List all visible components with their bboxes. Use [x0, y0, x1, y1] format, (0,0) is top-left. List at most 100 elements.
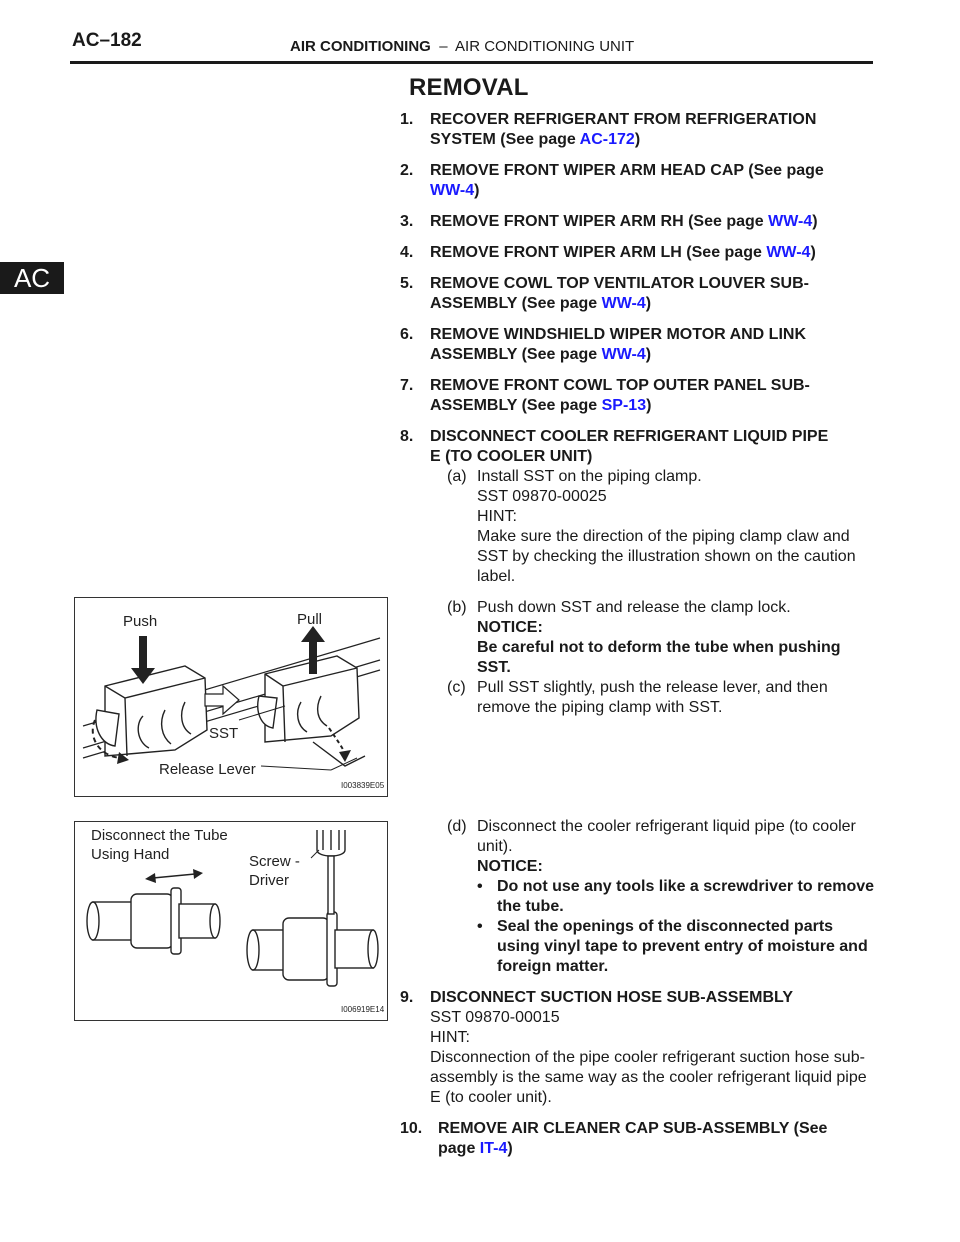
- step-6: 6. REMOVE WINDSHIELD WIPER MOTOR AND LIN…: [400, 325, 878, 365]
- step-text: RECOVER REFRIGERANT FROM REFRIGERATION: [430, 111, 817, 128]
- sst-number: SST 09870-00025: [477, 488, 607, 505]
- step-text: DISCONNECT SUCTION HOSE SUB-ASSEMBLY: [430, 989, 793, 1006]
- step-number: 5.: [400, 275, 414, 292]
- sst-number: SST 09870-00015: [430, 1009, 560, 1026]
- pull-arrow-icon: [309, 640, 317, 674]
- step-text: ASSEMBLY (See page: [430, 346, 602, 363]
- header-separator: –: [439, 38, 448, 55]
- label-pull: Pull: [297, 611, 322, 628]
- notice-bullet-2: • Seal the openings of the disconnected …: [477, 917, 878, 977]
- hint-label: HINT:: [477, 508, 517, 525]
- page-link-ww-4[interactable]: WW-4: [430, 182, 475, 199]
- step-text: REMOVE FRONT WIPER ARM RH (See page: [430, 213, 769, 230]
- header-rule: [70, 61, 873, 64]
- page-title: REMOVAL: [409, 74, 529, 101]
- substep-label: (b): [447, 599, 467, 616]
- substep-label: (d): [447, 818, 467, 835]
- bullet-text: Do not use any tools like a screwdriver …: [497, 878, 875, 915]
- step-number: 3.: [400, 213, 414, 230]
- label-disconnect-2: Using Hand: [91, 846, 169, 863]
- step-text-end: ): [474, 182, 480, 199]
- step-text: page: [438, 1140, 480, 1157]
- page-link-ac-172[interactable]: AC-172: [579, 131, 635, 148]
- step-7: 7. REMOVE FRONT COWL TOP OUTER PANEL SUB…: [400, 376, 878, 416]
- step-text: REMOVE FRONT WIPER ARM LH (See page: [430, 244, 767, 261]
- label-push: Push: [123, 613, 157, 630]
- step-text: REMOVE FRONT WIPER ARM HEAD CAP (See pag…: [430, 162, 824, 179]
- section-tab[interactable]: AC: [0, 262, 64, 294]
- rotate-arrow-left: [91, 719, 124, 759]
- step-text-end: ): [810, 244, 816, 261]
- label-screwdriver-2: Driver: [249, 872, 289, 889]
- step-number: 9.: [400, 989, 414, 1006]
- substep-b: (b) Push down SST and release the clamp …: [400, 598, 878, 678]
- left-tube-shape: [86, 887, 221, 955]
- step-text-end: ): [646, 397, 652, 414]
- label-release-lever: Release Lever: [159, 761, 256, 778]
- page-header-title: AIR CONDITIONING – AIR CONDITIONING UNIT: [290, 38, 634, 55]
- substep-d: (d) Disconnect the cooler refrigerant li…: [400, 817, 878, 977]
- page-link-ww-4[interactable]: WW-4: [601, 295, 646, 312]
- section-name: AIR CONDITIONING: [290, 38, 431, 55]
- step-5: 5. REMOVE COWL TOP VENTILATOR LOUVER SUB…: [400, 274, 878, 314]
- move-arrow: [152, 873, 196, 879]
- step-number: 2.: [400, 162, 414, 179]
- step-text: REMOVE COWL TOP VENTILATOR LOUVER SUB-: [430, 275, 809, 292]
- hint-label: HINT:: [430, 1029, 470, 1046]
- substep-text: Pull SST slightly, push the release leve…: [477, 679, 828, 716]
- step-number: 10.: [400, 1120, 423, 1137]
- hint-text: Make sure the direction of the piping cl…: [477, 528, 856, 585]
- step-number: 8.: [400, 428, 414, 445]
- step-2: 2. REMOVE FRONT WIPER ARM HEAD CAP (See …: [400, 161, 878, 201]
- step-text-end: ): [634, 131, 641, 148]
- step-number: 6.: [400, 326, 414, 343]
- page-link-ww-4[interactable]: WW-4: [766, 244, 811, 261]
- step-text-end: ): [645, 295, 652, 312]
- step-number: 1.: [400, 111, 414, 128]
- page-link-ww-4[interactable]: WW-4: [768, 213, 813, 230]
- substep-c: (c) Pull SST slightly, push the release …: [400, 678, 878, 718]
- figure-code: I003839E05: [341, 781, 385, 790]
- direction-arrow-icon: [204, 684, 240, 716]
- page-link-sp-13[interactable]: SP-13: [601, 397, 647, 414]
- label-sst: SST: [209, 725, 238, 742]
- step-text: REMOVE AIR CLEANER CAP SUB-ASSEMBLY (See: [438, 1120, 828, 1137]
- step-number: 7.: [400, 377, 414, 394]
- step-4: 4. REMOVE FRONT WIPER ARM LH (See page W…: [400, 243, 878, 263]
- substep-label: (a): [447, 468, 467, 485]
- step-1: 1. RECOVER REFRIGERANT FROM REFRIGERATIO…: [400, 110, 878, 150]
- bullet-text: Seal the openings of the disconnected pa…: [497, 918, 868, 975]
- step-text-end: ): [645, 346, 652, 363]
- step-text: REMOVE WINDSHIELD WIPER MOTOR AND LINK: [430, 326, 806, 343]
- right-tube-shape: [246, 911, 379, 987]
- page-link-it-4[interactable]: IT-4: [479, 1140, 508, 1157]
- notice-label: NOTICE:: [477, 619, 543, 636]
- step-text: E (TO COOLER UNIT): [430, 448, 593, 465]
- procedure-column: 1. RECOVER REFRIGERANT FROM REFRIGERATIO…: [400, 110, 878, 1170]
- substep-a: (a) Install SST on the piping clamp. SST…: [400, 467, 878, 587]
- step-text: ASSEMBLY (See page: [430, 295, 602, 312]
- push-arrow-icon: [139, 636, 147, 670]
- substep-label: (c): [447, 679, 466, 696]
- step-text-end: ): [812, 213, 818, 230]
- right-clamp-shape: [257, 655, 366, 767]
- step-text: SYSTEM (See page: [430, 131, 580, 148]
- notice-bullet-1: • Do not use any tools like a screwdrive…: [477, 877, 878, 917]
- step-9: 9. DISCONNECT SUCTION HOSE SUB-ASSEMBLY …: [400, 988, 878, 1108]
- tube-disconnect-illustration: Disconnect the Tube Using Hand Screw - D…: [74, 821, 388, 1021]
- step-text: DISCONNECT COOLER REFRIGERANT LIQUID PIP…: [430, 428, 829, 445]
- step-text-end: ): [507, 1140, 513, 1157]
- notice-label: NOTICE:: [477, 858, 543, 875]
- label-disconnect-1: Disconnect the Tube: [91, 827, 228, 844]
- subsection-name: AIR CONDITIONING UNIT: [455, 38, 635, 55]
- step-text: ASSEMBLY (See page: [430, 397, 602, 414]
- bullet-icon: •: [477, 878, 483, 895]
- bullet-icon: •: [477, 918, 483, 935]
- label-screwdriver-1: Screw -: [249, 853, 300, 870]
- step-8: 8. DISCONNECT COOLER REFRIGERANT LIQUID …: [400, 427, 878, 977]
- step-3: 3. REMOVE FRONT WIPER ARM RH (See page W…: [400, 212, 878, 232]
- figure-code: I006919E14: [341, 1005, 385, 1014]
- page-link-ww-4[interactable]: WW-4: [601, 346, 646, 363]
- screwdriver-icon: [316, 830, 346, 915]
- step-number: 4.: [400, 244, 414, 261]
